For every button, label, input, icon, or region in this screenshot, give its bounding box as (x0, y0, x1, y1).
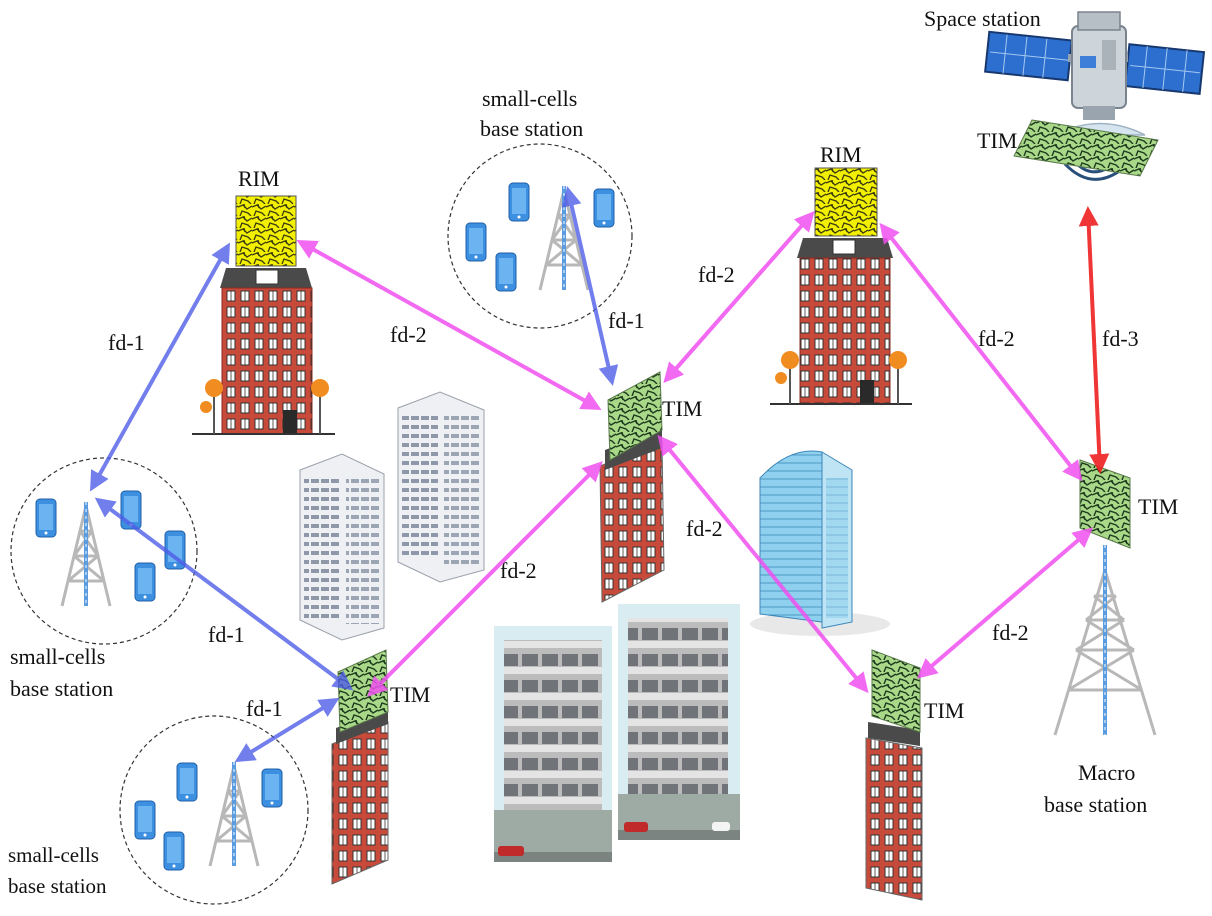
phone-icon (176, 762, 198, 802)
rim-right-label: RIM (820, 142, 862, 167)
fd2-label-right: fd-2 (978, 326, 1015, 351)
link-fd2-bottom-left (367, 461, 603, 697)
link-fd2-rim-right-macro (879, 222, 1083, 482)
link-fd2-macro-bottom-right (916, 527, 1094, 679)
rim-left-label: RIM (238, 166, 280, 191)
tim-macro-label: TIM (1138, 494, 1178, 519)
small-cell-tower-bottom (208, 760, 260, 868)
fd2-label-center-lower: fd-2 (686, 516, 723, 541)
phone-icon (495, 252, 517, 292)
rim-panel-right (814, 167, 878, 237)
phone-icon (163, 831, 185, 871)
fd2-label-macro: fd-2 (992, 620, 1029, 645)
tim-panel-space (1013, 119, 1159, 177)
rim-panel-left (235, 195, 297, 267)
small-cells-bottom-label-line2: base station (8, 874, 107, 898)
phone-icon (134, 562, 156, 602)
macro-label-line2: base station (1044, 792, 1147, 817)
tim-bottom-right-label: TIM (924, 698, 964, 723)
small-cells-top-label-line2: base station (480, 116, 583, 141)
phone-icon (465, 222, 487, 262)
fd2-label-bottom-left: fd-2 (500, 558, 537, 583)
tim-panel-macro (1079, 459, 1131, 549)
apartment-building-1 (494, 626, 612, 862)
tim-building-center (599, 371, 665, 603)
small-cells-left-label-line2: base station (10, 676, 113, 701)
fd3-label: fd-3 (1102, 326, 1139, 351)
phone-icon (593, 188, 615, 228)
fd2-label-rim-right: fd-2 (698, 262, 735, 287)
fd1-label-bottom: fd-1 (246, 696, 283, 721)
space-station (984, 11, 1206, 136)
phone-icon (134, 800, 156, 840)
small-cells-top-label-line1: small-cells (482, 86, 577, 111)
small-cell-area-top (447, 143, 633, 329)
link-fd1-left-rim (90, 242, 230, 492)
small-cells-bottom-label-line1: small-cells (8, 843, 99, 867)
phone-icon (261, 768, 283, 808)
tim-panel-center (607, 371, 663, 461)
links-fd2 (296, 210, 1094, 697)
fd1-label-top: fd-1 (608, 308, 645, 333)
highrise-building-2 (397, 391, 485, 583)
small-cells-left-label-line1: small-cells (10, 644, 105, 669)
phone-icon (35, 498, 57, 538)
link-fd3-space-macro (1078, 206, 1110, 474)
link-fd1-left-cell (94, 497, 354, 691)
phone-icon (508, 182, 530, 222)
tim-panel-bottom-right (871, 649, 921, 733)
highrise-building-1 (299, 453, 385, 641)
fd2-label-rim-left: fd-2 (390, 322, 427, 347)
link-fd1-bottom-cell (234, 697, 340, 763)
links-fd1 (90, 186, 619, 763)
tim-bottom-left-label: TIM (390, 682, 430, 707)
fd1-label-left: fd-1 (108, 330, 145, 355)
tim-space-label: TIM (977, 128, 1017, 153)
link-fd2-rim-right (663, 210, 815, 384)
rim-building-left (192, 195, 335, 435)
tim-center-label: TIM (662, 396, 702, 421)
macro-label-line1: Macro (1078, 760, 1135, 785)
rim-building-right (770, 167, 912, 405)
tim-building-bottom-right (865, 649, 923, 901)
fd1-label-left-lower: fd-1 (208, 622, 245, 647)
glass-skyscraper (750, 450, 890, 636)
small-cell-area-bottom (119, 715, 309, 905)
apartment-building-2 (618, 604, 740, 840)
link-fd2-rim-left (296, 240, 602, 410)
link-fd2-bottom-right (657, 434, 869, 694)
space-station-label: Space station (924, 6, 1041, 31)
small-cell-tower-left (60, 500, 112, 608)
